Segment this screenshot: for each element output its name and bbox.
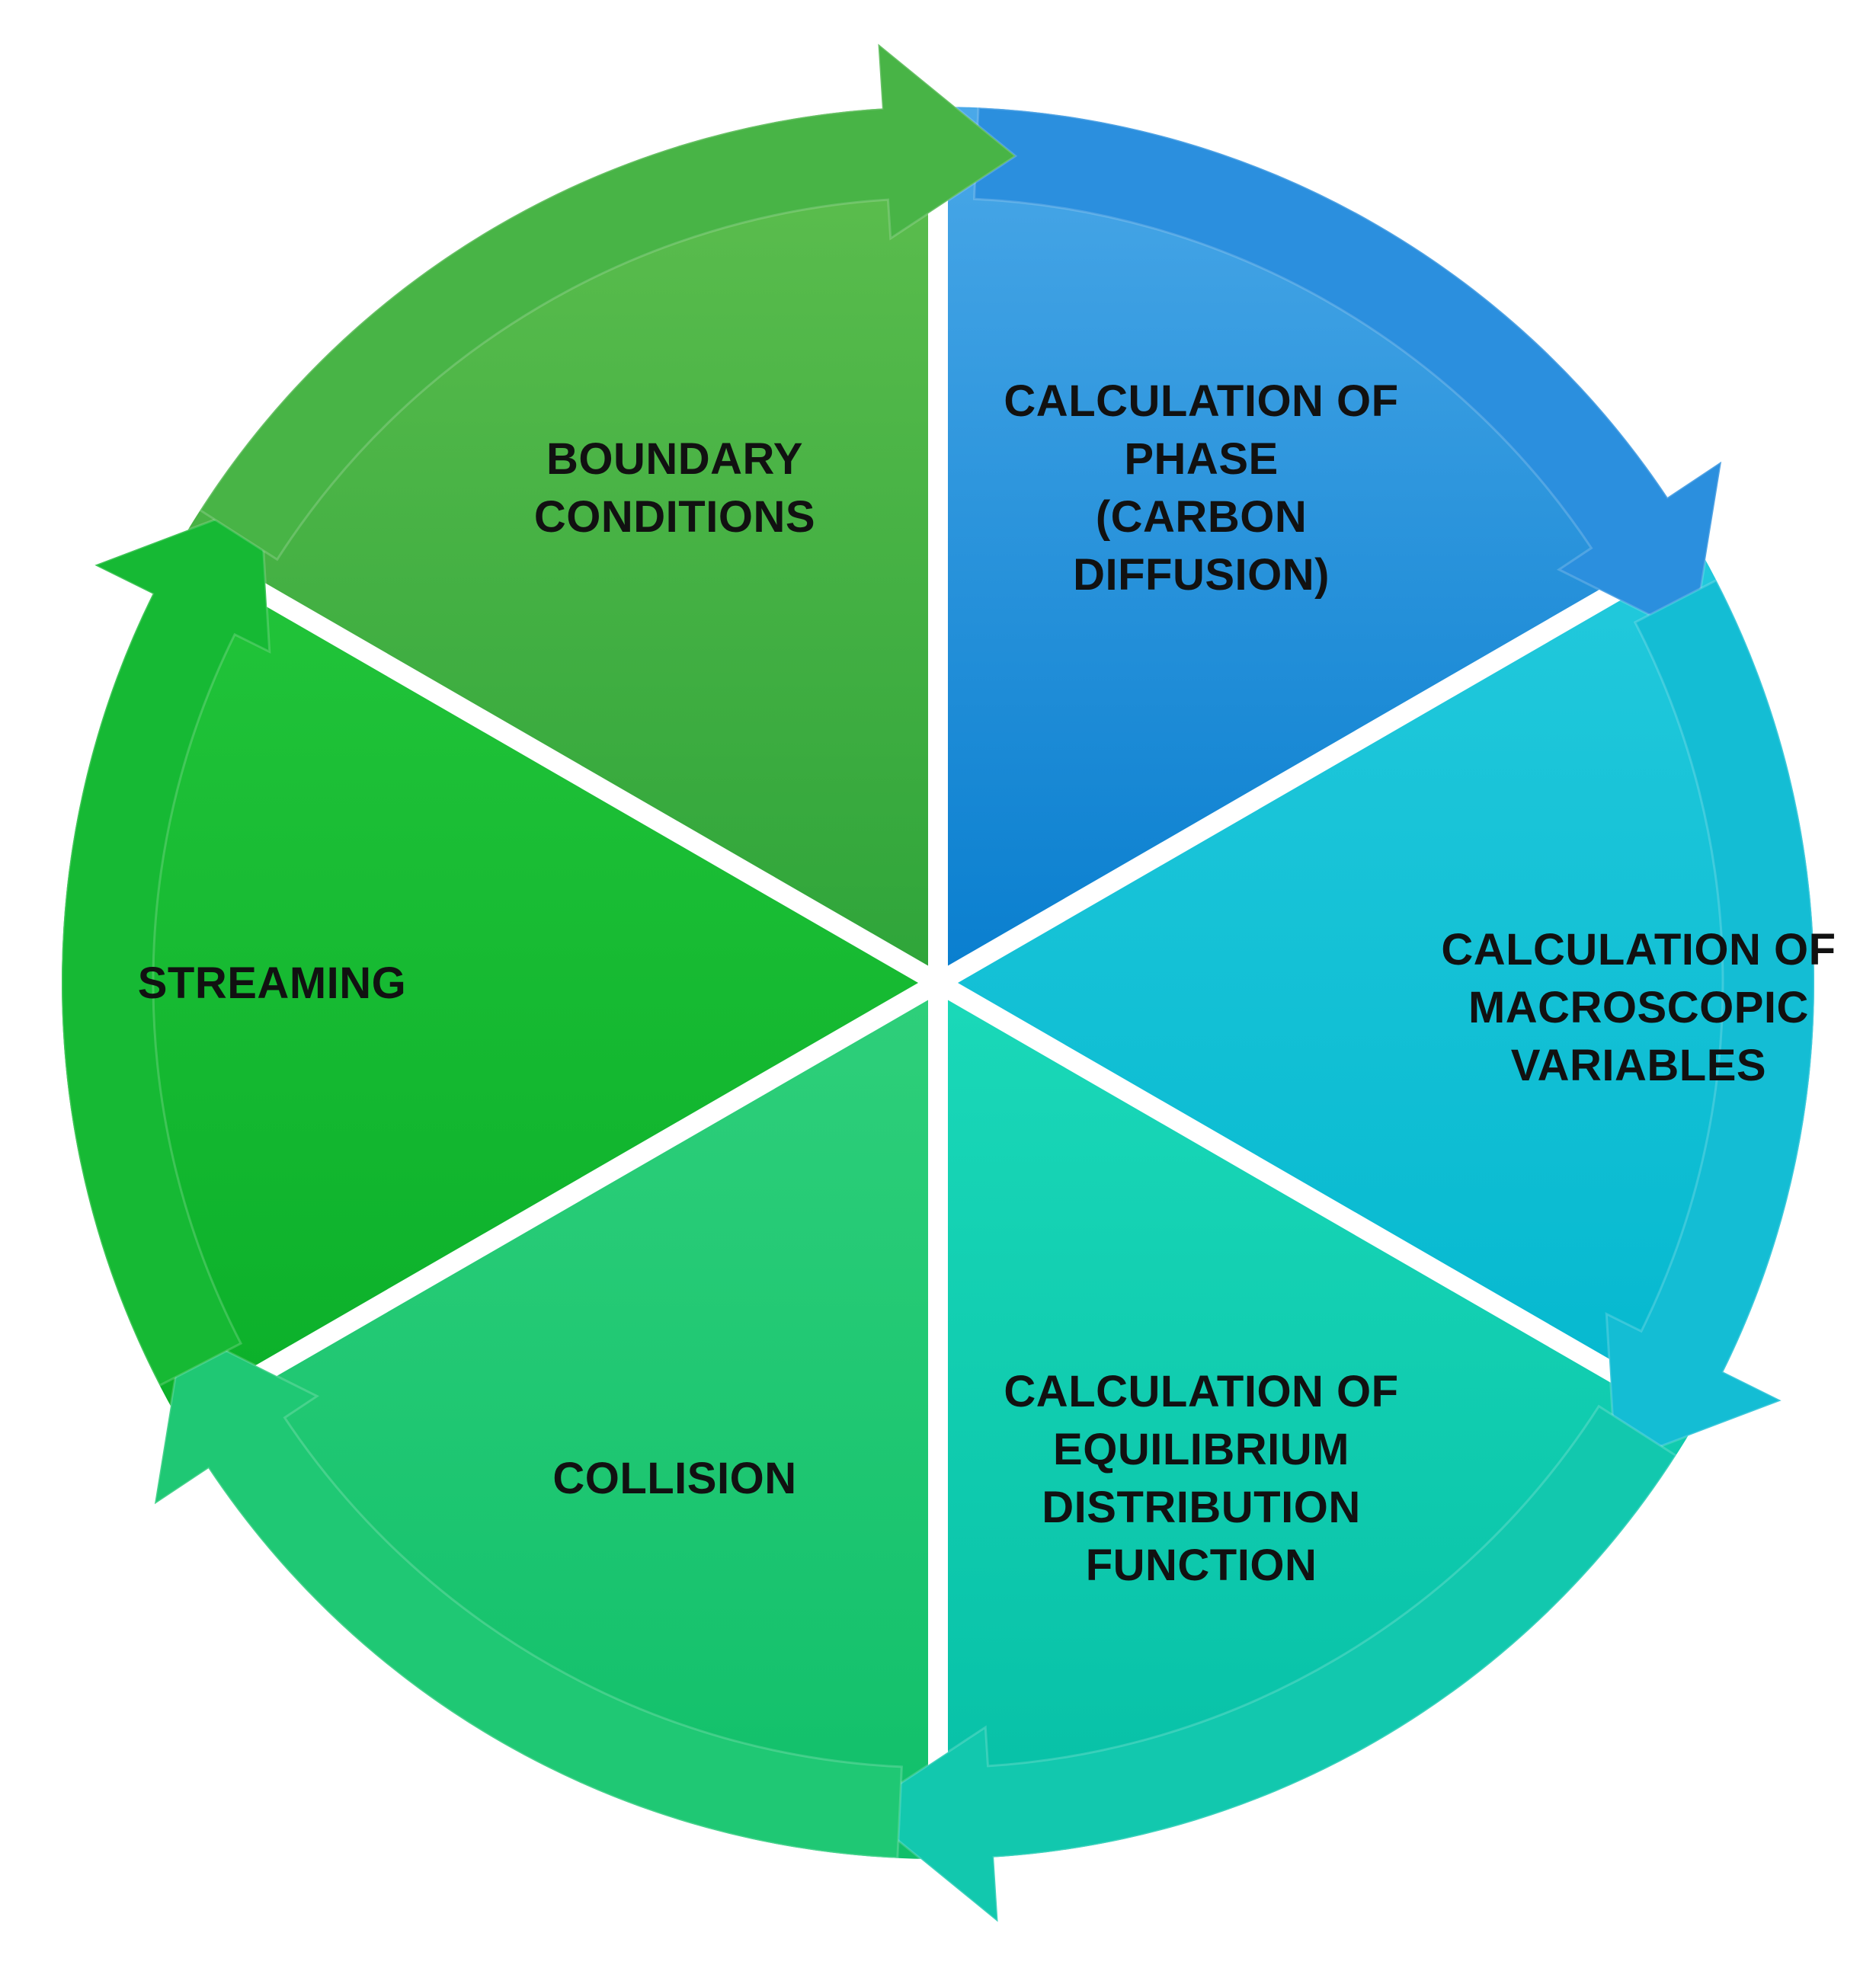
segment-label-line: CALCULATION OF: [1004, 1367, 1398, 1416]
segment-label-line: EQUILIBRIUM: [1053, 1425, 1349, 1474]
segment-label-line: DISTRIBUTION: [1042, 1483, 1360, 1532]
segment-label-line: CONDITIONS: [534, 492, 815, 542]
cycle-arrow-equilibrium: [858, 1404, 1678, 1925]
segment-label-line: STREAMING: [138, 958, 407, 1008]
segment-label-line: COLLISION: [552, 1454, 796, 1503]
segment-label-line: DIFFUSION): [1073, 550, 1330, 600]
cycle-arrow-macroscopic: [1605, 578, 1816, 1465]
segment-label-collision: COLLISION: [552, 1454, 796, 1503]
segment-streaming: [61, 553, 918, 1413]
segment-label-line: VARIABLES: [1511, 1041, 1766, 1090]
cycle-arrow-boundary: [198, 41, 1018, 562]
segment-label-streaming: STREAMING: [138, 958, 407, 1008]
segment-label-phase: CALCULATION OF PHASE (CARBON DIFFUSION): [1004, 376, 1398, 600]
segment-label-boundary: BOUNDARY CONDITIONS: [534, 434, 815, 542]
segment-label-equilibrium: CALCULATION OF EQUILIBRIUM DISTRIBUTION FUN…: [1004, 1367, 1398, 1590]
segment-label-line: (CARBON: [1096, 492, 1307, 542]
arrows-layer: [60, 41, 1816, 1925]
cycle-arrow-streaming: [60, 501, 271, 1387]
segment-label-line: BOUNDARY: [546, 434, 803, 484]
segment-label-line: FUNCTION: [1086, 1541, 1317, 1590]
segment-label-macroscopic: CALCULATION OF MACROSCOPIC VARIABLES: [1441, 925, 1836, 1090]
segment-label-line: CALCULATION OF: [1441, 925, 1836, 974]
cycle-arrow-collision: [152, 1327, 903, 1860]
segment-label-line: CALCULATION OF: [1004, 376, 1398, 426]
segment-label-line: MACROSCOPIC: [1468, 983, 1809, 1032]
segment-label-line: PHASE: [1124, 434, 1278, 484]
cycle-arrow-phase: [973, 106, 1724, 638]
segment-macroscopic: [958, 553, 1815, 1413]
